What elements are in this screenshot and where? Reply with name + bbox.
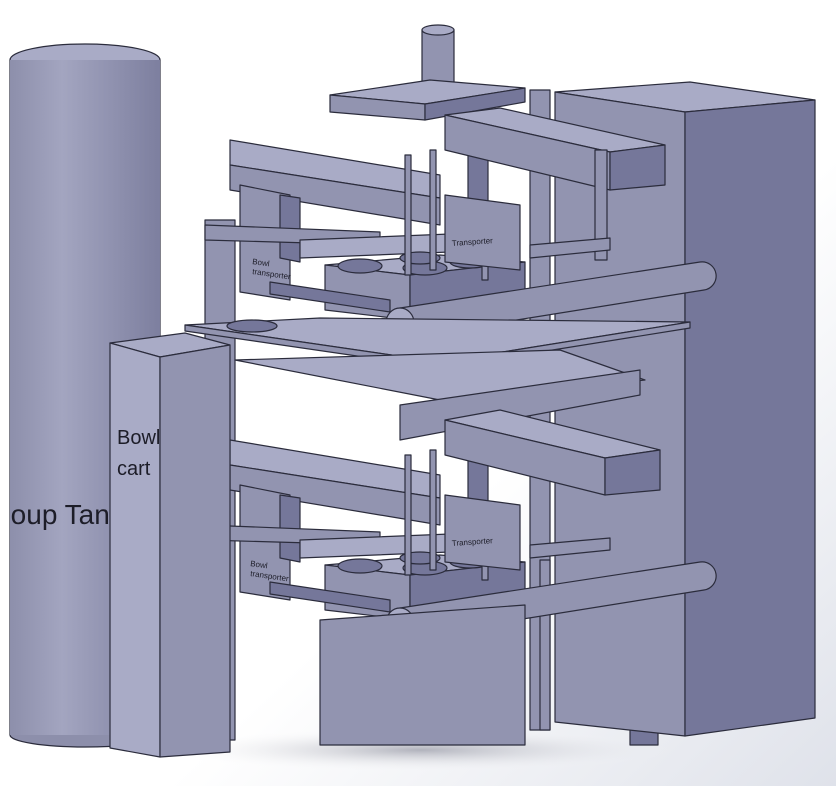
soup-tank-label: Soup Tank	[0, 499, 125, 530]
base-box	[319, 604, 526, 746]
top-feeder	[329, 24, 526, 121]
transporter-label-upper: Transporter	[452, 236, 494, 248]
upper-side-beam	[444, 107, 666, 261]
bowl-transporter-label-lower-1: Bowl	[250, 559, 269, 570]
upper-station: Bowl transporter Transporter	[204, 139, 717, 339]
bowl-cart-label-1: Bowl	[117, 427, 160, 449]
bowl-transporter-label-upper-1: Bowl	[252, 257, 271, 268]
middle-platform	[184, 317, 691, 496]
floor-shadow	[160, 728, 680, 772]
lower-station: Bowl transporter Transporter	[204, 439, 717, 639]
bowl-cart-label-2: cart	[117, 458, 151, 480]
transporter-label-lower: Transporter	[452, 536, 494, 548]
bowl-cart: Bowl cart	[109, 332, 231, 758]
